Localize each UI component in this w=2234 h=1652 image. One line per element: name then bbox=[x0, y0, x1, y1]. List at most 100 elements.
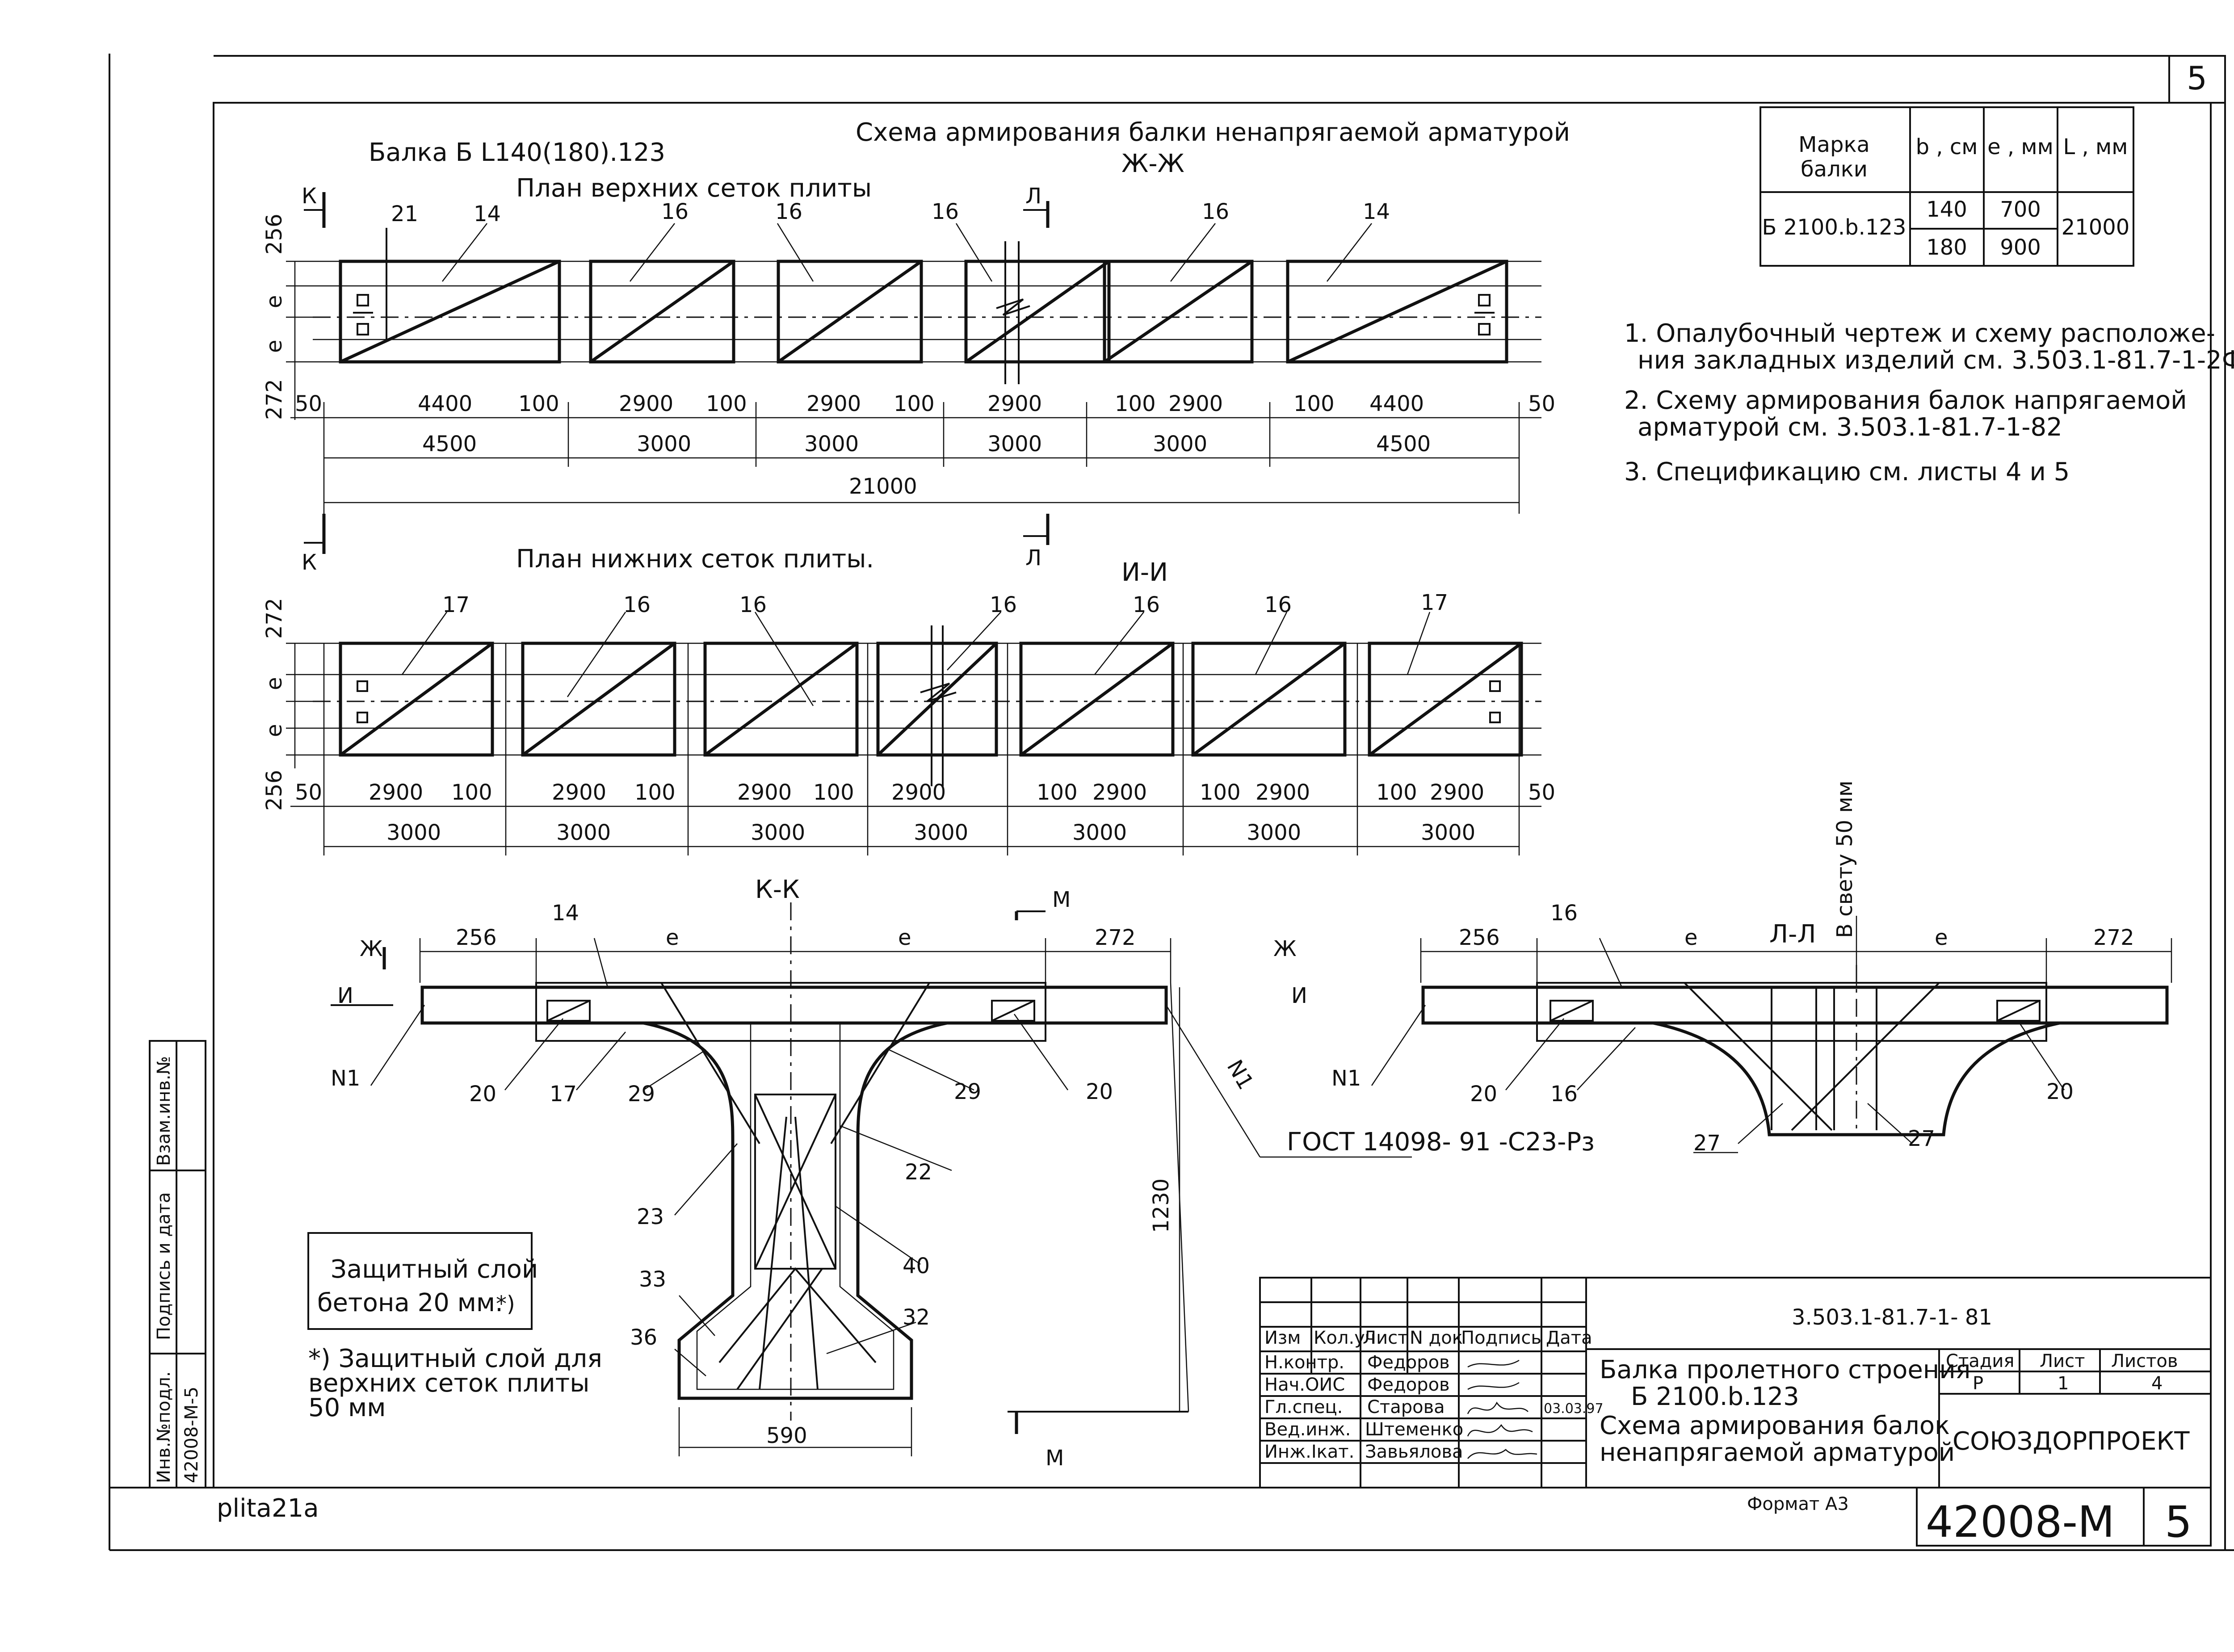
top-side-256: 256 bbox=[262, 214, 287, 255]
top-dim-12: 4400 bbox=[1369, 391, 1424, 416]
tb-stage-v2: 1 bbox=[2058, 1373, 2069, 1394]
cover-foot-1: *) Защитный слой для bbox=[308, 1344, 602, 1373]
top-mesh-1: 14 bbox=[474, 201, 501, 226]
param-l: 21000 bbox=[2062, 215, 2130, 240]
cover-foot-2: верхних сеток плиты bbox=[308, 1369, 589, 1398]
top-mesh-6: 14 bbox=[1363, 199, 1390, 224]
cover-box-star: *) bbox=[496, 1291, 515, 1317]
top-side-e2: e bbox=[262, 340, 287, 353]
ll-cut-zh: Ж bbox=[1273, 936, 1297, 961]
top-outer-4: 3000 bbox=[987, 432, 1042, 457]
tb-date: 03.03.97 bbox=[1544, 1401, 1604, 1417]
bottom-dim-14: 2900 bbox=[1430, 780, 1484, 805]
param-header-mark-2: балки bbox=[1801, 157, 1868, 182]
gost-label: ГОСТ 14098- 91 -С23-Рз bbox=[1287, 1128, 1595, 1157]
kk-mark-14: 14 bbox=[552, 901, 579, 926]
bottom-dim-5: 100 bbox=[634, 780, 676, 805]
section-ll bbox=[1371, 916, 2172, 1144]
bottom-dim-1: 50 bbox=[295, 780, 322, 805]
ll-mark-16a: 16 bbox=[1550, 901, 1578, 926]
top-dim-1: 50 bbox=[295, 391, 322, 416]
kk-mark-22: 22 bbox=[905, 1160, 932, 1185]
tb-col-4: N док bbox=[1410, 1328, 1463, 1348]
param-header-l: L , мм bbox=[2063, 134, 2128, 159]
tb-page: 5 bbox=[2165, 1497, 2192, 1547]
tb-desc-1: Балка пролетного строения bbox=[1600, 1355, 1970, 1384]
note-2a: 2. Схему армирования балок напрягаемой bbox=[1624, 386, 2187, 415]
kk-dim-e2: e bbox=[898, 925, 911, 950]
top-side-272: 272 bbox=[262, 379, 287, 420]
tb-col-2: Кол.уч bbox=[1314, 1328, 1375, 1348]
param-b-2: 180 bbox=[1926, 235, 1967, 260]
top-dim-2: 4400 bbox=[418, 391, 472, 416]
section-kk bbox=[331, 902, 1412, 1456]
top-mesh-5: 16 bbox=[1202, 199, 1229, 224]
title-block bbox=[1259, 1277, 2212, 1547]
section-zh-title: Ж-Ж bbox=[1121, 149, 1184, 178]
kk-mark-23: 23 bbox=[637, 1204, 664, 1229]
param-header-mark: Марка bbox=[1798, 132, 1870, 157]
cover-box-line2: бетона 20 мм. bbox=[317, 1288, 503, 1317]
top-dim-7: 100 bbox=[894, 391, 935, 416]
top-outer-3: 3000 bbox=[804, 432, 859, 457]
beam-label: Балка Б L140(180).123 bbox=[369, 138, 665, 167]
top-dim-10: 2900 bbox=[1168, 391, 1223, 416]
tb-role-5: Инж.Iкат. bbox=[1264, 1442, 1354, 1462]
tb-role-3: Гл.спец. bbox=[1264, 1397, 1343, 1417]
tb-org: СОЮЗДОРПРОЕКТ bbox=[1953, 1427, 2190, 1456]
bottom-mesh-7: 17 bbox=[1421, 590, 1448, 615]
tb-name-2: Федоров bbox=[1367, 1375, 1450, 1395]
drawing-title: Схема армирования балки ненапрягаемой ар… bbox=[856, 118, 1570, 147]
cover-foot-3: 50 мм bbox=[308, 1393, 386, 1422]
bottom-dim-9: 100 bbox=[1037, 780, 1078, 805]
note-2b: арматурой см. 3.503.1-81.7-1-82 bbox=[1638, 413, 2062, 442]
bottom-plan-title: План нижних сеток плиты. bbox=[516, 545, 874, 574]
ll-mark-20a: 20 bbox=[1470, 1082, 1497, 1107]
cover-box-line1: Защитный слой bbox=[331, 1255, 538, 1284]
top-plan-title: План верхних сеток плиты bbox=[516, 174, 872, 203]
bottom-dim-12: 2900 bbox=[1256, 780, 1310, 805]
kk-mark-17: 17 bbox=[550, 1082, 577, 1107]
bottom-mesh-5: 16 bbox=[1133, 592, 1160, 617]
bottom-dim-11: 100 bbox=[1200, 780, 1241, 805]
top-outer-1: 4500 bbox=[422, 432, 477, 457]
bottom-dim-15: 50 bbox=[1528, 780, 1555, 805]
bottom-dim-10: 2900 bbox=[1092, 780, 1147, 805]
top-dim-11: 100 bbox=[1293, 391, 1335, 416]
bottom-plan bbox=[286, 612, 1541, 855]
top-dim-9: 100 bbox=[1115, 391, 1156, 416]
top-dim-13: 50 bbox=[1528, 391, 1555, 416]
ll-dim-e1: e bbox=[1684, 925, 1698, 950]
top-total: 21000 bbox=[849, 474, 917, 499]
top-dim-6: 2900 bbox=[806, 391, 861, 416]
bottom-mesh-4: 16 bbox=[990, 592, 1017, 617]
kk-mark-36: 36 bbox=[630, 1325, 657, 1350]
top-mesh-4: 16 bbox=[932, 199, 959, 224]
tb-file: plita21a bbox=[217, 1494, 319, 1523]
top-outer-5: 3000 bbox=[1153, 432, 1207, 457]
param-b-1: 140 bbox=[1926, 197, 1967, 222]
kk-cut-m-top: М bbox=[1052, 887, 1071, 912]
top-cut-k: К bbox=[302, 184, 317, 209]
side-stamp-label-3: Инв.№подл. bbox=[154, 1371, 174, 1483]
tb-stage-h1: Стадия bbox=[1946, 1351, 2014, 1371]
ll-mark-27a: 27 bbox=[1693, 1131, 1721, 1156]
top-plan bbox=[286, 192, 1541, 554]
ll-dim-272: 272 bbox=[2093, 925, 2134, 950]
param-header-b: b , см bbox=[1916, 134, 1978, 159]
kk-dim-e1: e bbox=[666, 925, 679, 950]
kk-dim-256: 256 bbox=[456, 925, 497, 950]
bottom-dim-3: 100 bbox=[451, 780, 492, 805]
top-dim-5: 100 bbox=[706, 391, 747, 416]
bottom-dim-6: 2900 bbox=[737, 780, 792, 805]
ll-cut-i: И bbox=[1291, 983, 1307, 1008]
ll-mark-16b: 16 bbox=[1550, 1082, 1578, 1107]
bottom-dim-2: 2900 bbox=[369, 780, 423, 805]
tb-name-3: Старова bbox=[1367, 1397, 1445, 1417]
kk-weld-label: N1 bbox=[1222, 1056, 1259, 1094]
kk-mark-20a: 20 bbox=[469, 1082, 496, 1107]
tb-role-4: Вед.инж. bbox=[1264, 1419, 1351, 1440]
top-cut-l: Л bbox=[1025, 184, 1041, 209]
bottom-dim-7: 100 bbox=[813, 780, 854, 805]
